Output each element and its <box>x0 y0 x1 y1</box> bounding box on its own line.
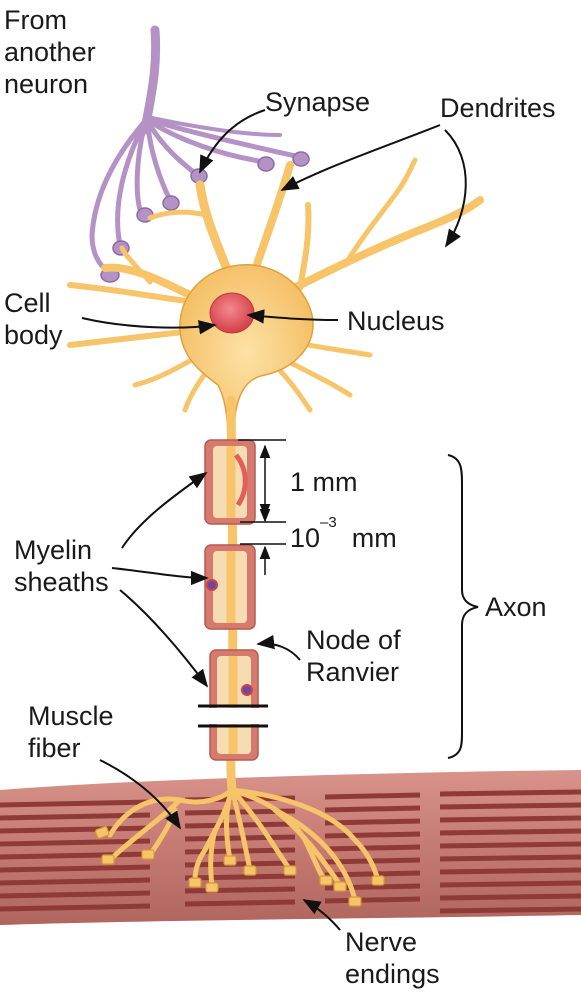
label-muscle-fiber: Muscle fiber <box>28 701 114 763</box>
label-myelin-sheaths: Myelin sheaths <box>14 535 109 597</box>
leader-lines <box>81 109 467 931</box>
label-sheath-length: 1 mm <box>290 467 358 497</box>
axon-break-marks <box>198 704 268 728</box>
label-nucleus: Nucleus <box>347 306 445 336</box>
cell-body <box>179 264 314 441</box>
label-dendrites: Dendrites <box>440 93 556 123</box>
axon-break-gap <box>200 708 266 724</box>
label-node-length: 10–3 mm <box>290 514 397 553</box>
label-cell-body: Cell body <box>4 288 63 350</box>
nucleus <box>209 292 255 334</box>
presynaptic-neuron <box>89 25 303 275</box>
label-axon: Axon <box>485 592 547 622</box>
label-from-another-neuron: From another neuron <box>4 5 96 99</box>
muscle-fiber <box>0 770 581 925</box>
label-nerve-endings: Nerve endings <box>345 927 440 989</box>
axon-brace <box>447 454 479 759</box>
myelin-sheath-2 <box>204 544 256 630</box>
label-node-of-ranvier: Node of Ranvier <box>306 625 401 687</box>
label-synapse: Synapse <box>265 87 371 117</box>
nerve-endings <box>107 787 381 903</box>
muscle-striations <box>0 789 581 914</box>
dimension-markers <box>238 439 286 575</box>
nerve-terminals <box>94 826 385 907</box>
myelin-sheath-1 <box>204 439 256 525</box>
